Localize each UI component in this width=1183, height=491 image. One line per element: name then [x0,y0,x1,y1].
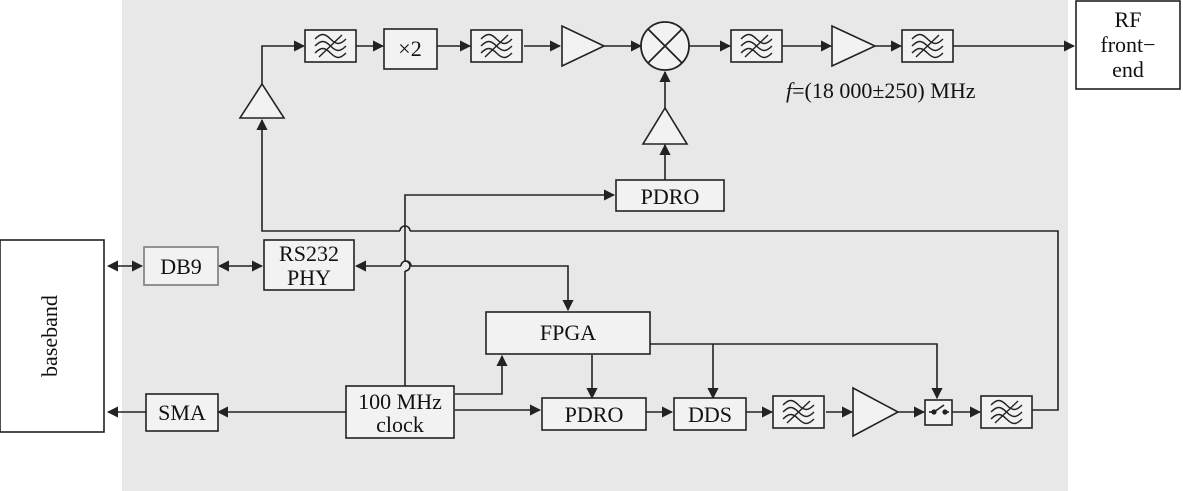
pdro-top-label: PDRO [641,184,700,209]
rs232-phy-box [263,239,355,291]
dds-box [673,397,747,431]
rf-label-line3: end [1112,57,1144,82]
doubler-box [383,28,438,70]
amplifier-icon [641,106,689,145]
bandpass-filter-icon [901,29,954,63]
amplifier-icon [561,24,606,68]
bandpass-filter-icon [730,29,783,63]
sma-label: SMA [158,400,206,425]
rs232-label-line1: RS232 [279,241,339,266]
baseband-box [0,239,105,433]
clock-label-line2: clock [376,412,424,437]
fpga-box [485,311,651,355]
rf-label-line2: front− [1100,32,1155,57]
line-rs232-jump [400,260,412,267]
db9-label: DB9 [160,254,202,279]
rs232-label-line2: PHY [287,265,331,290]
line-fpga-to-switch [650,343,943,400]
bandpass-filter-icon [772,395,825,429]
line-return-continue [256,118,400,232]
frequency-symbol: f [786,78,795,103]
bandpass-filter-icon [304,29,357,63]
frequency-value: =(18 000±250) MHz [792,78,976,103]
bandpass-filter-icon [470,29,523,63]
line-rs232-to-fpga-b [411,265,574,312]
line-clock-to-fpga [455,354,508,395]
switch-icon [924,399,953,426]
line-return-to-top-amp [410,230,1059,411]
amplifier-icon [238,82,286,119]
dds-label: DDS [688,402,732,427]
pdro-bottom-box [541,397,647,431]
line-clock-to-top-pdro-2 [404,189,616,261]
pdro-bottom-label: PDRO [565,402,624,427]
doubler-label: ×2 [398,36,421,61]
rf-label-line1: RF [1115,7,1142,32]
rf-frontend-box [1075,0,1181,90]
mixer-icon [640,21,690,71]
db9-box [143,246,219,286]
clock-label-line1: 100 MHz [358,389,442,414]
baseband-label: baseband [37,295,62,377]
line-amp-to-filter1 [261,40,306,84]
bandpass-filter-icon [980,395,1033,429]
fpga-label: FPGA [540,320,596,345]
amplifier-icon [831,24,877,68]
amplifier-icon [852,386,900,438]
sma-box [145,393,219,432]
frequency-label: f=(18 000±250) MHz [786,78,976,103]
pdro-top-box [615,179,725,212]
clock-box [345,385,455,439]
